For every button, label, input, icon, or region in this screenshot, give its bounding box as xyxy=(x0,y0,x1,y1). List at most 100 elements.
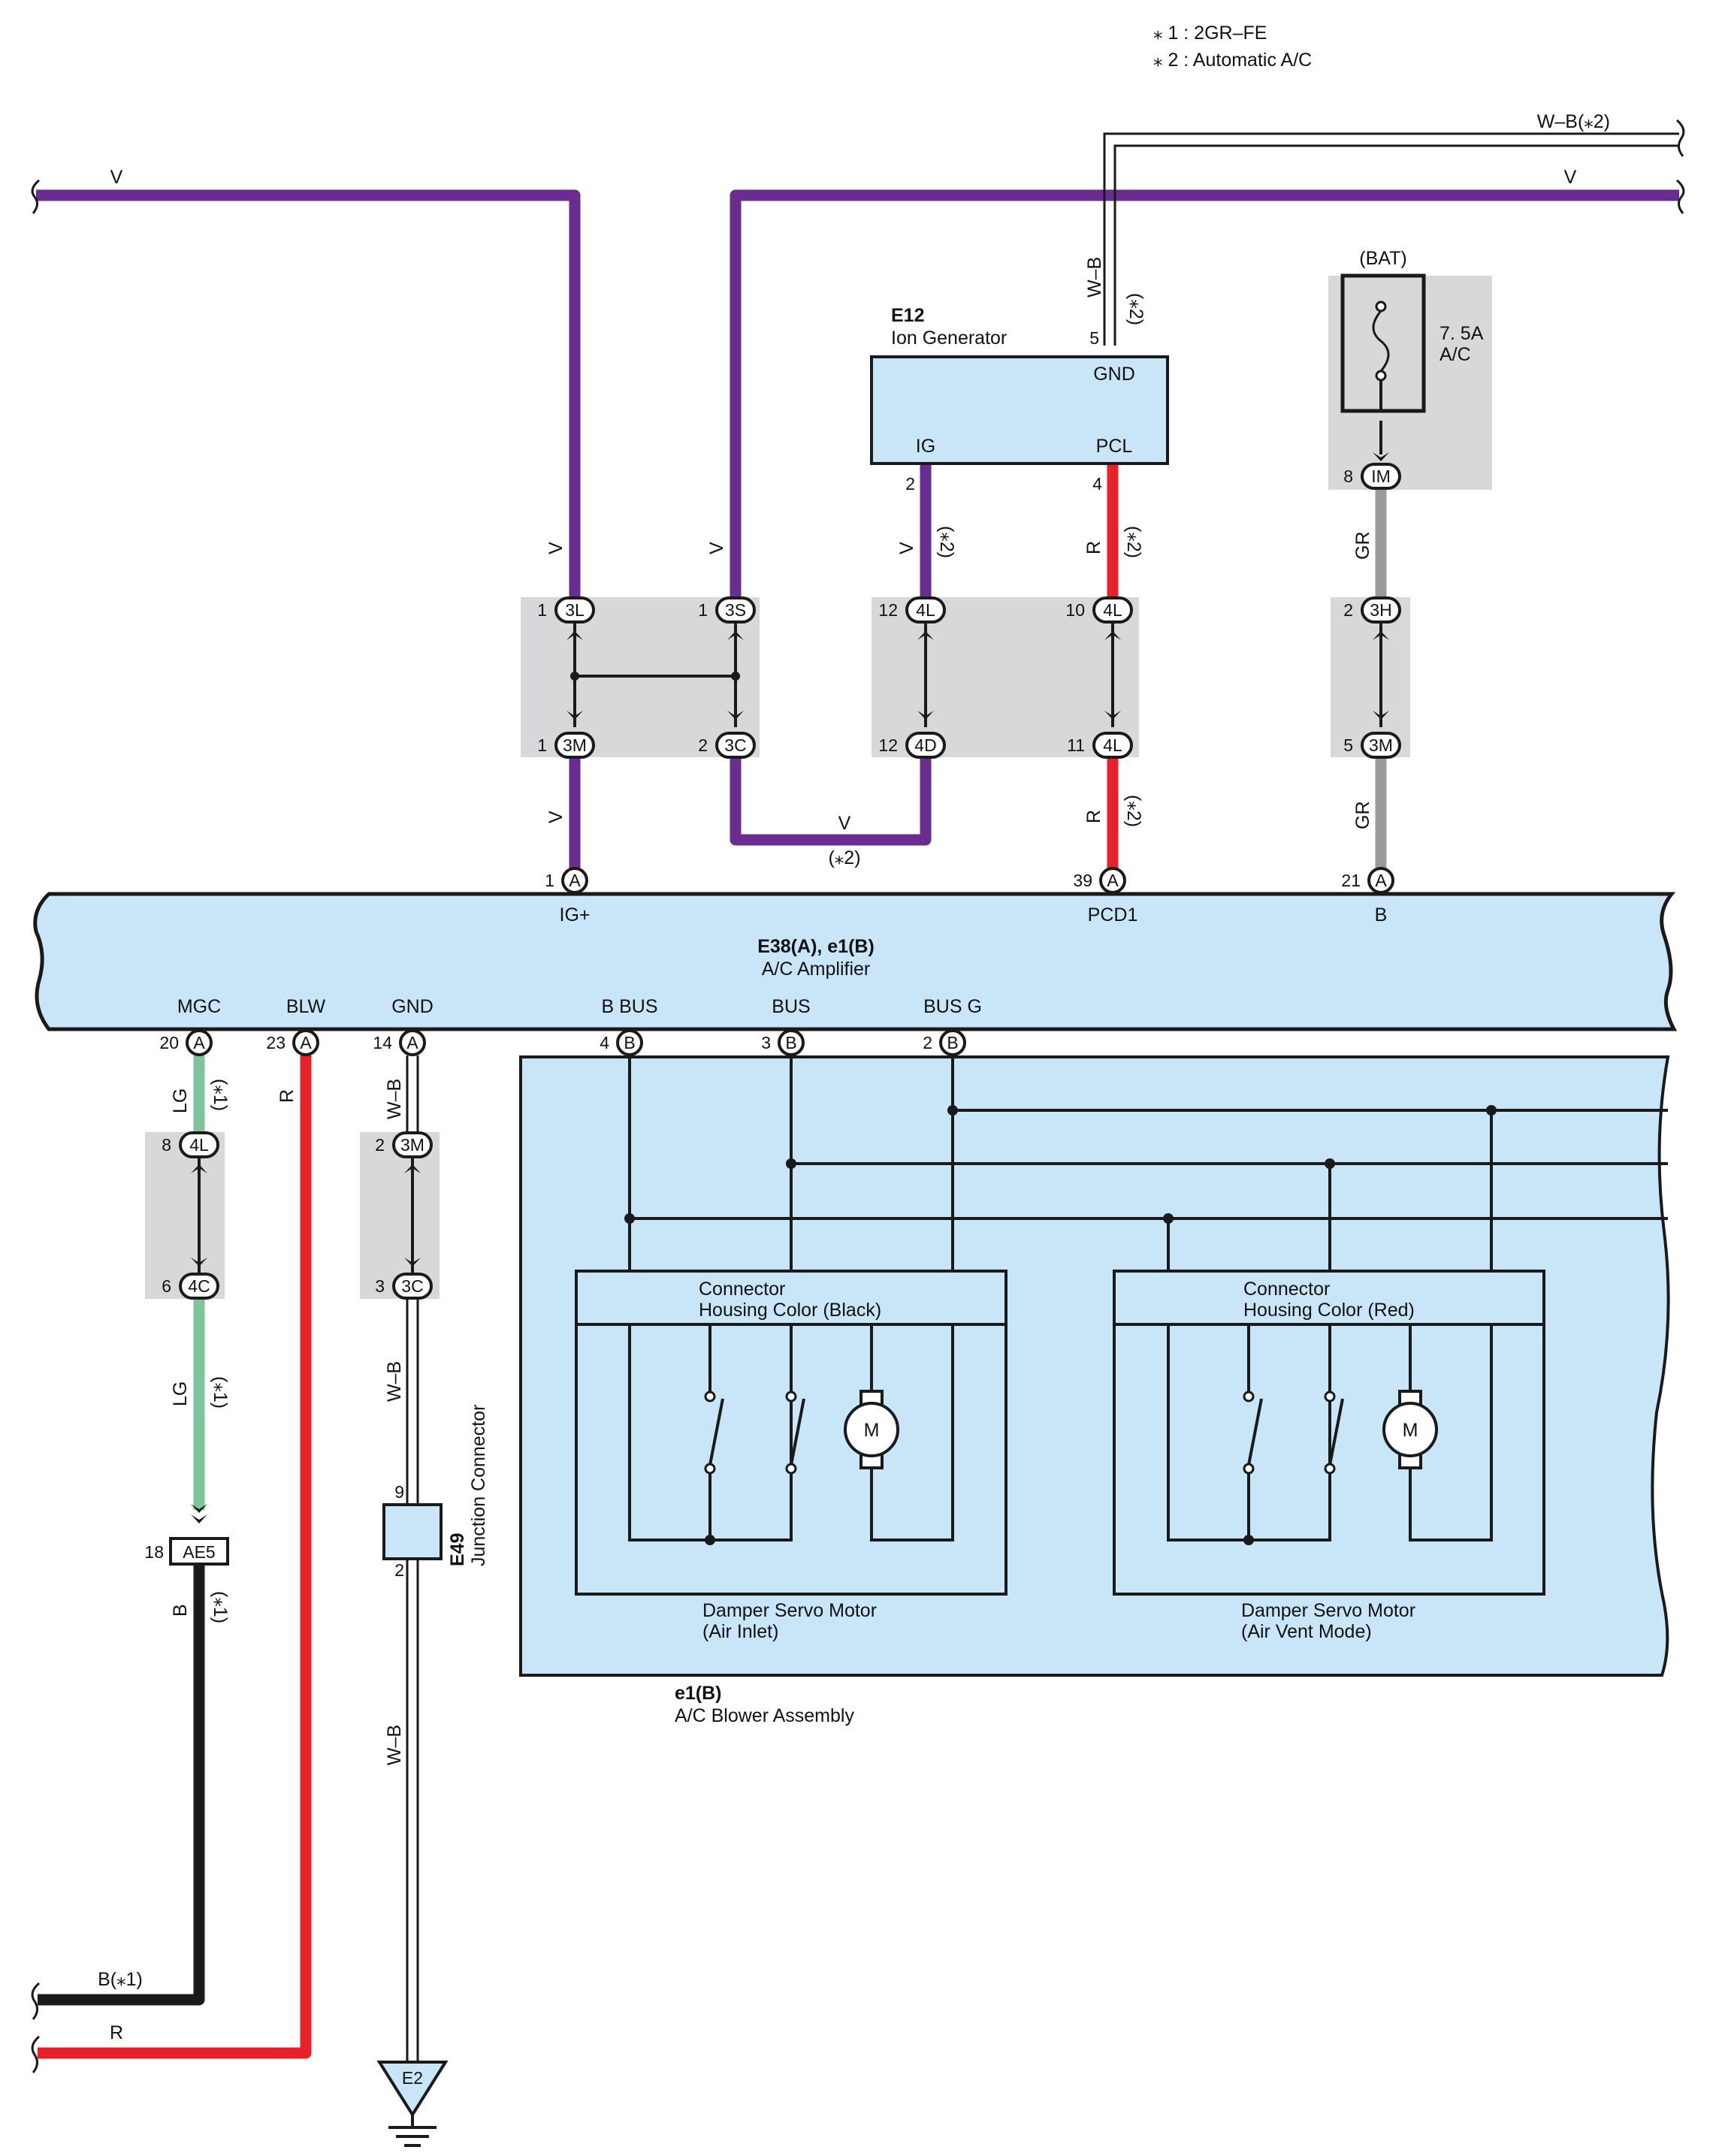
svg-text:(BAT): (BAT) xyxy=(1359,248,1406,269)
svg-text:BUS G: BUS G xyxy=(923,996,982,1017)
svg-text:8: 8 xyxy=(162,1135,171,1155)
connector-3c-bottom: 3C 2 xyxy=(698,732,756,759)
svg-text:3: 3 xyxy=(761,1033,771,1052)
svg-text:M: M xyxy=(1403,1420,1418,1441)
wire-label-note: (⁎1) xyxy=(210,1079,231,1111)
svg-text:Housing Color (Red): Housing Color (Red) xyxy=(1243,1300,1415,1321)
junction-block-4l-4c xyxy=(145,1132,225,1299)
svg-text:E12: E12 xyxy=(891,305,924,326)
svg-text:E49: E49 xyxy=(447,1533,468,1566)
svg-text:A: A xyxy=(193,1033,205,1052)
note-2gr-fe: ⁎ 1 : 2GR–FE xyxy=(1153,23,1267,44)
wire-label-b: B xyxy=(170,1604,191,1617)
svg-text:MGC: MGC xyxy=(177,996,221,1017)
svg-text:A: A xyxy=(1107,871,1119,890)
wire-label-v: V xyxy=(706,542,727,554)
blower-assembly-name: A/C Blower Assembly xyxy=(675,1705,854,1726)
connector-4d: 4D 12 xyxy=(878,732,946,759)
svg-text:4L: 4L xyxy=(1103,735,1122,755)
svg-text:Connector: Connector xyxy=(699,1279,785,1300)
svg-text:B BUS: B BUS xyxy=(601,996,657,1017)
wire-label-note: (⁎2) xyxy=(1125,293,1146,325)
wire-label-note: (⁎2) xyxy=(1123,526,1144,558)
connector-4l-pcl-bottom: 4L 11 xyxy=(1067,732,1133,759)
wire-label-v: V xyxy=(1564,167,1577,188)
connector-3m-bottom: 3M 1 xyxy=(537,732,595,759)
junction-connector-e49: 9 2 E49 Junction Connector xyxy=(382,1405,489,1580)
svg-text:2: 2 xyxy=(905,474,915,494)
svg-text:4D: 4D xyxy=(914,735,936,755)
svg-text:11: 11 xyxy=(1067,735,1085,755)
svg-text:PCD1: PCD1 xyxy=(1088,904,1138,926)
svg-text:4C: 4C xyxy=(188,1276,210,1296)
wire-label-r: R xyxy=(1083,541,1104,554)
amp-pin-gnd: GND A 14 xyxy=(373,996,434,1056)
svg-text:9: 9 xyxy=(394,1482,404,1502)
svg-text:14: 14 xyxy=(373,1033,392,1052)
wire-label-v: V xyxy=(838,813,851,834)
wire-label-b: B(⁎1) xyxy=(98,1969,143,1990)
wire-label-r: R xyxy=(1083,810,1104,823)
svg-text:(Air Inlet): (Air Inlet) xyxy=(702,1621,778,1642)
fuse-ac: (BAT) 7. 5A A/C xyxy=(1340,248,1484,413)
wire-label-lg: LG xyxy=(170,1089,191,1113)
svg-text:12: 12 xyxy=(878,600,898,620)
connector-3c-gnd: 3C 3 xyxy=(375,1273,433,1300)
blower-assembly-code: e1(B) xyxy=(675,1683,722,1704)
svg-text:4: 4 xyxy=(1092,474,1102,494)
svg-text:B: B xyxy=(947,1033,958,1052)
svg-text:6: 6 xyxy=(162,1276,171,1296)
wire-label-v: V xyxy=(110,167,123,188)
svg-text:3H: 3H xyxy=(1370,600,1391,620)
ac-amplifier-code: E38(A), e1(B) xyxy=(757,936,875,957)
connector-3s-top: 3S 1 xyxy=(698,596,756,624)
svg-text:3S: 3S xyxy=(725,600,746,620)
wire-label-note: (⁎2) xyxy=(936,526,957,558)
svg-text:Junction Connector: Junction Connector xyxy=(468,1405,489,1566)
amp-pin-mgc: MGC A 20 xyxy=(159,996,221,1056)
connector-im: IM 8 xyxy=(1343,463,1401,490)
svg-text:Connector: Connector xyxy=(1243,1279,1330,1300)
connector-4l-ig: 4L 12 xyxy=(878,596,946,624)
svg-text:10: 10 xyxy=(1065,600,1085,620)
svg-text:Housing Color (Black): Housing Color (Black) xyxy=(699,1300,881,1321)
svg-text:1: 1 xyxy=(545,871,554,890)
svg-text:4L: 4L xyxy=(189,1135,209,1155)
wire-label-lg: LG xyxy=(170,1381,191,1406)
wire-label-note: (⁎2) xyxy=(1123,795,1144,827)
wire-label-wb: W–B(⁎2) xyxy=(1537,111,1610,132)
wire-label-gr: GR xyxy=(1352,802,1373,830)
wire-label-v: V xyxy=(545,811,566,823)
ion-generator-e12: E12 Ion Generator GND IG PCL 5 2 4 xyxy=(870,305,1169,494)
svg-text:3L: 3L xyxy=(565,600,585,620)
amp-pin-pcd1: A 39 PCD1 xyxy=(1073,867,1138,926)
connector-ae5: AE5 18 xyxy=(144,1537,229,1566)
damper-servo-motor-air-inlet: Connector Housing Color (Black) M Damper… xyxy=(575,1270,1008,1642)
svg-text:Damper Servo Motor: Damper Servo Motor xyxy=(702,1600,877,1621)
svg-text:GND: GND xyxy=(391,996,434,1017)
amp-pin-b-bus: B BUS B 4 xyxy=(600,996,658,1056)
svg-text:4L: 4L xyxy=(1103,600,1122,620)
svg-text:20: 20 xyxy=(159,1033,179,1052)
svg-text:AE5: AE5 xyxy=(183,1542,215,1562)
ac-amplifier-name: A/C Amplifier xyxy=(762,959,870,980)
svg-text:7. 5A: 7. 5A xyxy=(1440,323,1484,344)
svg-text:2: 2 xyxy=(1343,600,1353,620)
svg-text:A: A xyxy=(1375,871,1387,890)
wire-label-r: R xyxy=(110,2022,123,2043)
wire-label-wb: W–B xyxy=(384,1079,405,1119)
svg-text:3M: 3M xyxy=(400,1135,424,1155)
blower-bus-dots xyxy=(624,1105,1497,1224)
svg-text:BUS: BUS xyxy=(772,996,810,1017)
amp-pin-blw: BLW A 23 xyxy=(266,996,326,1056)
svg-text:B: B xyxy=(624,1033,635,1052)
svg-text:IG: IG xyxy=(916,436,935,457)
svg-text:PCL: PCL xyxy=(1096,436,1133,457)
svg-text:A/C: A/C xyxy=(1440,344,1471,365)
wire-end-left-v xyxy=(31,179,41,214)
svg-text:A: A xyxy=(406,1033,418,1052)
wire-label-note: (⁎1) xyxy=(210,1376,231,1409)
wire-label-v: V xyxy=(545,542,566,554)
connector-3h: 3H 2 xyxy=(1343,596,1401,624)
svg-text:23: 23 xyxy=(266,1033,285,1052)
